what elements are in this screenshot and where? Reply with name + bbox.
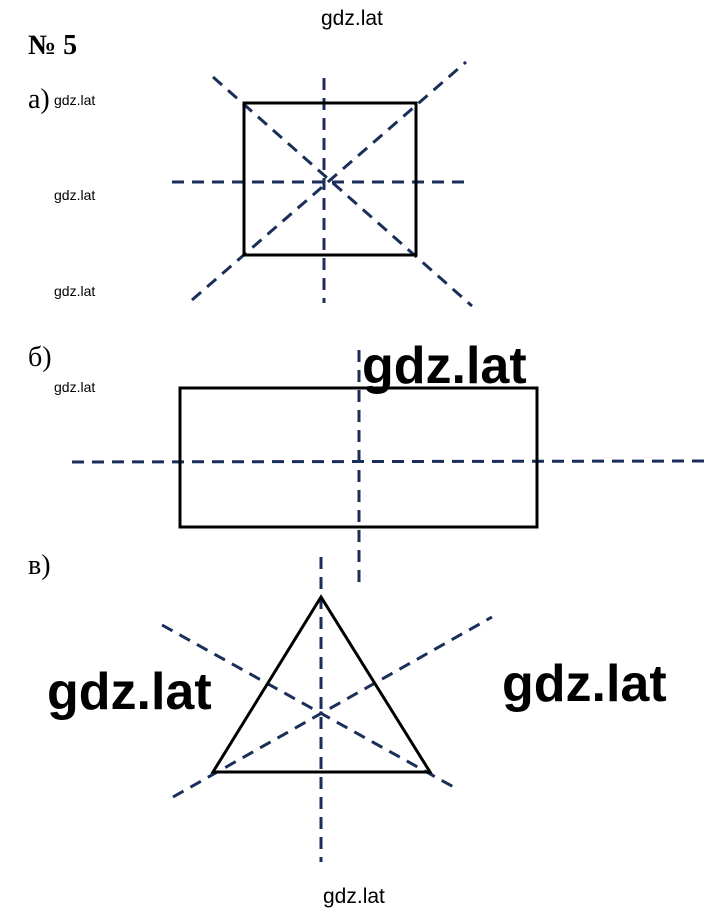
- triangle-shape: [210, 594, 433, 774]
- watermark-big-2: gdz.lat: [47, 663, 212, 721]
- watermark-big-3: gdz.lat: [502, 655, 667, 713]
- square-diagonal-axis-1: [212, 75, 473, 308]
- rectangle-shape: [178, 386, 539, 529]
- triangle-axis-right: [172, 615, 493, 799]
- watermark-small-2: gdz.lat: [54, 187, 96, 203]
- figure-triangle: [161, 557, 493, 862]
- square-diagonal-axis-2: [191, 60, 467, 302]
- label-b: б): [28, 342, 52, 373]
- rectangle-horizontal-axis: [71, 459, 707, 464]
- figure-rectangle: [71, 350, 707, 582]
- figure-square: [172, 60, 473, 308]
- triangle-axis-left: [161, 623, 460, 792]
- label-c: в): [28, 550, 51, 581]
- watermark-bottom: gdz.lat: [323, 885, 385, 908]
- square-shape: [242, 101, 418, 257]
- watermark-small-1: gdz.lat: [54, 92, 96, 108]
- watermark-top: gdz.lat: [321, 7, 383, 30]
- label-a: а): [28, 84, 50, 115]
- task-number: № 5: [28, 30, 78, 61]
- watermark-big-1: gdz.lat: [362, 337, 527, 395]
- watermark-small-3: gdz.lat: [54, 283, 96, 299]
- watermark-small-4: gdz.lat: [54, 379, 96, 395]
